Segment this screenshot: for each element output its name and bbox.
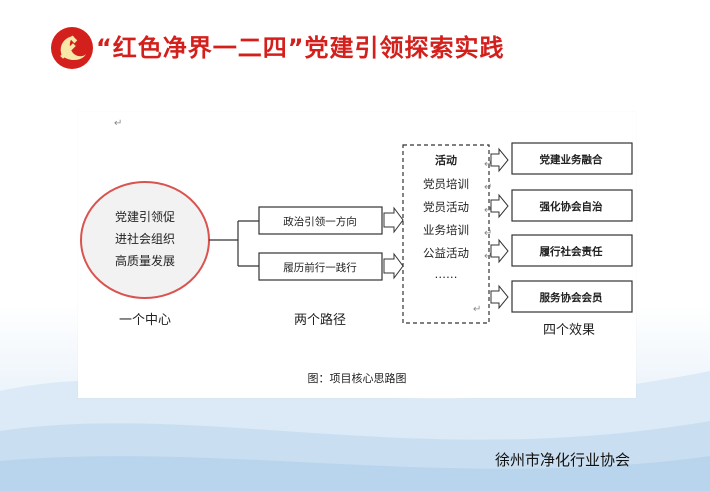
effect-text-1: 党建业务融合 bbox=[540, 153, 603, 166]
arrow-effect-4 bbox=[490, 284, 509, 310]
center-line-1: 党建引领促 bbox=[115, 209, 175, 224]
hammer-sickle-icon bbox=[51, 27, 93, 69]
path-box-2 bbox=[258, 252, 383, 281]
activity-6: …… bbox=[435, 267, 458, 281]
center-line-3: 高质量发展 bbox=[115, 253, 175, 268]
path-box-1 bbox=[258, 206, 383, 235]
arrow-effect-1 bbox=[490, 147, 509, 173]
paragraph-mark: ↵ bbox=[484, 182, 492, 193]
arrow-path-1 bbox=[383, 206, 404, 234]
center-label: 一个中心 bbox=[119, 313, 171, 328]
effect-text-4: 服务协会会员 bbox=[540, 291, 603, 304]
paragraph-mark: ↵ bbox=[114, 118, 122, 129]
activity-5: 公益活动 bbox=[423, 246, 469, 260]
effects-label: 四个效果 bbox=[543, 323, 595, 338]
paragraph-mark: ↵ bbox=[484, 205, 492, 216]
slide-title: “红色净界一二四”党建引领探索实践 bbox=[96, 28, 505, 63]
activity-1: 活动 bbox=[435, 153, 457, 167]
arrow-path-2 bbox=[383, 252, 404, 280]
activities-box bbox=[402, 144, 490, 324]
path-text-2: 履历前行一践行 bbox=[283, 261, 357, 274]
diagram-caption: 图：项目核心思路图 bbox=[308, 371, 407, 385]
activity-4: 业务培训 bbox=[423, 223, 469, 237]
title-main: 党建引领探索实践 bbox=[304, 34, 505, 62]
core-idea-diagram: ↵ 党建引领促 进社会组织 高质量发展 一个中心 政治引领一方向 履历前行一践行… bbox=[80, 118, 633, 385]
paragraph-mark: ↵ bbox=[484, 159, 492, 170]
arrow-effect-2 bbox=[490, 193, 509, 219]
organization-name: 徐州市净化行业协会 bbox=[495, 451, 631, 469]
effect-box-4 bbox=[511, 280, 633, 313]
activity-2: 党员培训 bbox=[423, 177, 469, 191]
activity-3: 党员活动 bbox=[423, 200, 469, 214]
center-line-2: 进社会组织 bbox=[115, 231, 175, 246]
path-text-1: 政治引领一方向 bbox=[283, 215, 357, 228]
paragraph-mark: ↵ bbox=[484, 251, 492, 262]
effect-box-2 bbox=[511, 189, 633, 222]
paragraph-mark: ↵ bbox=[484, 228, 492, 239]
effect-box-3 bbox=[511, 234, 633, 267]
title-prefix: “红色净界一二四” bbox=[96, 34, 305, 62]
effect-text-2: 强化协会自治 bbox=[540, 200, 603, 213]
embedded-document: ↵ 党建引领促 进社会组织 高质量发展 一个中心 政治引领一方向 履历前行一践行… bbox=[78, 112, 636, 398]
effect-text-3: 履行社会责任 bbox=[539, 245, 603, 258]
arrow-effect-3 bbox=[490, 238, 509, 264]
paragraph-mark: ↵ bbox=[473, 304, 481, 315]
paths-label: 两个路径 bbox=[294, 312, 346, 328]
wave-decoration bbox=[0, 371, 710, 491]
effect-box-1 bbox=[511, 142, 633, 175]
